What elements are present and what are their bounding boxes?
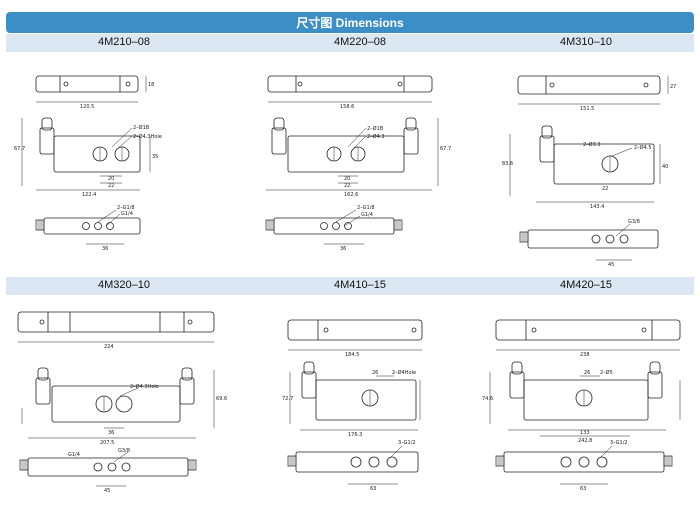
dim-4m320-port2: G1/4 [68,452,80,458]
dim-4m310-hole2: 2–Ø4.5 [634,144,652,151]
dim-4m320-p3: 45 [104,488,110,494]
dim-4m320-port1: G3/8 [118,448,130,454]
dim-4m310-w: 40 [662,164,668,170]
dim-4m220-holes: 2–Ø1B [367,125,384,132]
dim-4m210-p1: 20 [108,176,114,182]
dim-4m310-body-len: 143.4 [590,204,604,210]
model-title-4m410: 4M410–15 [334,279,386,291]
dim-4m320-body-len: 207.5 [100,440,114,446]
dim-4m310-h: 83.6 [502,161,513,167]
drawing-4m410 [287,319,423,485]
model-title-4m310: 4M310–10 [560,36,612,48]
dim-4m220-h: 67.7 [440,146,451,152]
dim-4m410-top-len: 184.5 [345,352,359,358]
dim-4m420-p2: 133 [580,430,590,436]
dim-4m310-p3: 45 [608,262,614,268]
dim-4m220-port2: G1/4 [361,212,373,218]
dim-4m220-body-len: 162.6 [344,192,358,198]
dim-4m220-top-len: 158.6 [340,104,354,110]
dim-4m210-w: 35 [152,154,158,160]
drawing-4m210 [21,75,151,245]
dim-4m210-hole2: 2–Ø4.3Hole [133,133,162,140]
dimensions-banner: 尺寸图 Dimensions [6,12,694,33]
dim-4m420-h: 74.6 [482,396,493,402]
dim-4m210-holes: 2–Ø1B [133,124,150,131]
dim-4m210-top-h: 18 [148,82,154,88]
dim-4m220-p1: 20 [344,176,350,182]
drawing-4m220 [265,75,439,245]
dim-4m410-h: 72.7 [282,396,293,402]
dim-4m420-port1: 3–G1/2 [610,440,628,446]
dim-4m420-p1: 26 [584,370,590,376]
dim-4m320-hole2: 2–Ø4.3Hole [130,383,159,390]
dim-4m210-body-len: 122.4 [82,192,96,198]
dim-4m220-hole2: 2–Ø4.3 [367,133,385,140]
dim-4m320-h: 69.6 [216,396,227,402]
dim-4m210-port1: 2–G1/8 [117,205,135,211]
dim-4m310-port1: G3/8 [628,219,640,225]
model-title-4m420: 4M420–15 [560,279,612,291]
dim-4m210-p3: 36 [102,246,108,252]
dim-4m420-p3: 63 [580,486,586,492]
dim-4m410-p1: 26 [372,370,378,376]
row-header-2 [6,277,694,295]
dim-4m210-port2: G1/4 [121,211,133,217]
dim-4m320-top-len: 224 [104,344,114,350]
dim-4m410-port1: 3–G1/2 [398,440,416,446]
dim-4m410-hole2: 2–Ø4Hole [392,369,416,376]
drawing-4m420 [489,319,681,485]
model-title-4m210: 4M210–08 [98,36,150,48]
drawing-4m320 [17,311,215,487]
dim-4m310-top-h: 27 [670,84,676,90]
dim-4m220-p3: 36 [340,246,346,252]
dim-4m310-top-len: 151.5 [580,106,594,112]
dim-4m210-top-len: 120.5 [80,104,94,110]
row-header-1 [6,34,694,52]
dim-4m310-p1: 22 [602,186,608,192]
dim-4m210-h: 67.7 [14,146,25,152]
model-title-4m320: 4M320–10 [98,279,150,291]
banner-title: 尺寸图 Dimensions [296,16,404,30]
dim-4m420-top-len: 238 [580,352,590,358]
model-title-4m220: 4M220–08 [334,36,386,48]
dim-4m410-body-len: 176.3 [348,432,362,438]
dim-4m310-holes: 2–Ø3.3 [583,141,601,148]
dim-4m410-p3: 63 [370,486,376,492]
drawing-4m310 [509,75,669,261]
dim-4m420-hole2: 2–Ø5 [600,369,613,376]
dim-4m320-p1: 36 [108,430,114,436]
dim-4m420-body-len: 242.8 [578,438,592,444]
dim-4m210-p2: 22 [108,183,114,189]
dim-4m220-p2: 22 [344,183,350,189]
dim-4m220-port1: 2–G1/8 [357,205,375,211]
